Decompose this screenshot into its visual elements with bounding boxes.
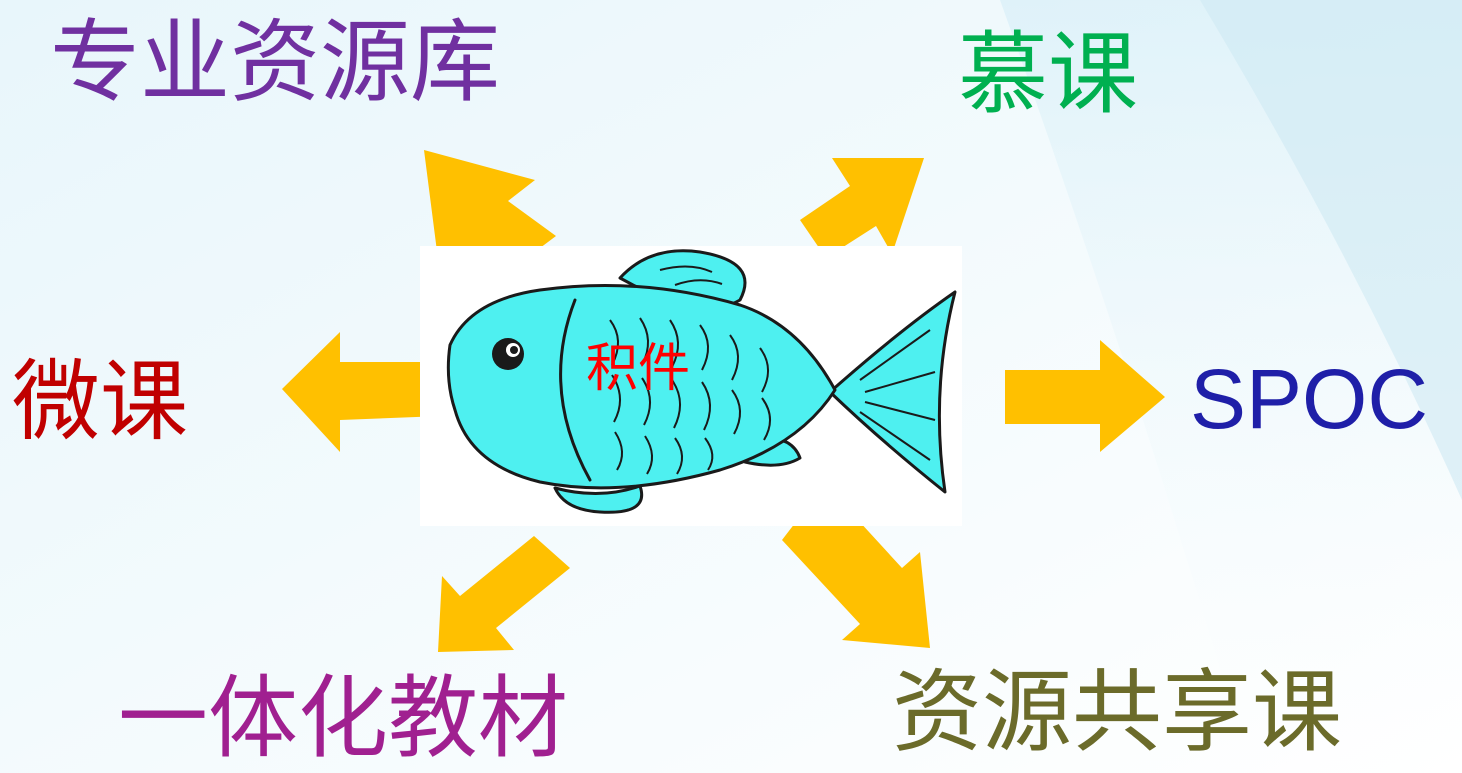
node-label-top-right: 慕课 [958,22,1138,127]
gill-line [559,298,592,482]
node-label-bot-left: 一体化教材 [118,666,568,771]
center-label: 积件 [586,339,691,399]
node-label-bot-right: 资源共享课 [892,660,1342,765]
arrow-to-bot-left [438,536,570,652]
tail-fin [828,290,957,494]
fish-body [446,283,837,490]
node-label-left: 微课 [12,350,189,453]
arrow-to-top-right [800,158,924,258]
arrow-to-left [282,332,442,452]
lower-fin [553,484,643,514]
node-label-right: SPOC [1190,352,1429,446]
node-label-top-left: 专业资源库 [50,10,500,115]
arrow-to-right [1005,340,1165,452]
